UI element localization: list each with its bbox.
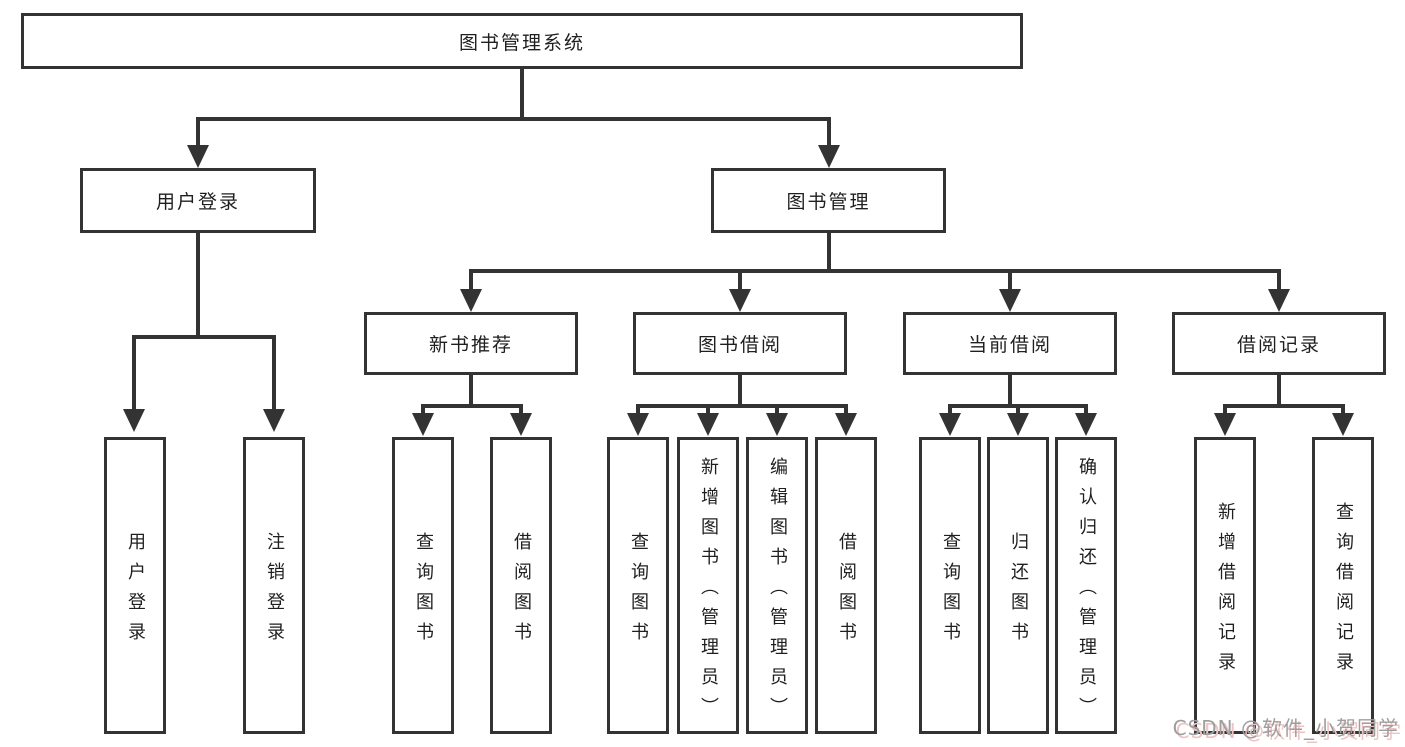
connector-leaf-stem bbox=[132, 339, 136, 409]
connector-root-stem bbox=[520, 69, 524, 117]
arrowhead-down-icon bbox=[1007, 413, 1029, 436]
leaf-label: 归还图书 bbox=[1008, 531, 1029, 652]
leaf-label: 查询图书 bbox=[413, 531, 434, 652]
connector-level3-stem bbox=[1277, 273, 1281, 289]
connector-level3-stem bbox=[738, 273, 742, 289]
connector-leaf-stem bbox=[1341, 408, 1345, 414]
leaf-add-book-admin: 新增图书（管理员） bbox=[677, 437, 739, 734]
arrowhead-down-icon bbox=[627, 413, 649, 436]
node-book-management: 图书管理 bbox=[711, 168, 946, 233]
connector-leaf-stem bbox=[1016, 408, 1020, 414]
leaf-label: 确认归还（管理员） bbox=[1076, 456, 1097, 727]
leaf-query-borrow-record: 查询借阅记录 bbox=[1312, 437, 1374, 734]
connector-leaf-stem bbox=[706, 408, 710, 414]
arrowhead-down-icon bbox=[1075, 413, 1097, 436]
connector-level3-bar bbox=[469, 269, 1281, 273]
arrowhead-down-icon bbox=[1332, 413, 1354, 436]
leaf-label: 新增借阅记录 bbox=[1215, 501, 1236, 682]
leaf-label: 借阅图书 bbox=[511, 531, 532, 652]
arrowhead-down-icon bbox=[123, 409, 145, 432]
arrowhead-down-icon bbox=[939, 413, 961, 436]
arrowhead-down-icon bbox=[263, 409, 285, 432]
arrowhead-down-icon bbox=[460, 289, 482, 312]
leaf-borrow-books: 借阅图书 bbox=[815, 437, 877, 734]
node-label: 当前借阅 bbox=[967, 334, 1052, 356]
node-new-book-recommend: 新书推荐 bbox=[364, 312, 578, 375]
node-borrow-records: 借阅记录 bbox=[1172, 312, 1386, 375]
node-current-borrow: 当前借阅 bbox=[903, 312, 1117, 375]
connector-group-down bbox=[738, 375, 742, 404]
connector-leaf-stem bbox=[272, 339, 276, 409]
leaf-label: 查询图书 bbox=[628, 531, 649, 652]
connector-group-bar bbox=[1223, 404, 1345, 408]
arrowhead-down-icon bbox=[187, 145, 209, 168]
leaf-label: 新增图书（管理员） bbox=[698, 456, 719, 727]
connector-group-bar bbox=[948, 404, 1088, 408]
connector-group-down bbox=[469, 375, 473, 404]
arrowhead-down-icon bbox=[1214, 413, 1236, 436]
leaf-user-login: 用户登录 bbox=[104, 437, 166, 734]
connector-leaf-stem bbox=[519, 408, 523, 414]
leaf-query-books: 查询图书 bbox=[607, 437, 669, 734]
leaf-label: 编辑图书（管理员） bbox=[767, 456, 788, 727]
leaf-label: 查询图书 bbox=[940, 531, 961, 652]
connector-level2-bar bbox=[196, 117, 831, 121]
arrowhead-down-icon bbox=[412, 413, 434, 436]
arrowhead-down-icon bbox=[697, 413, 719, 436]
connector-group-bar bbox=[421, 404, 523, 408]
leaf-borrow-books: 借阅图书 bbox=[490, 437, 552, 734]
node-label: 借阅记录 bbox=[1236, 334, 1321, 356]
connector-leaf-stem bbox=[1084, 408, 1088, 414]
leaf-query-books: 查询图书 bbox=[919, 437, 981, 734]
connector-level3-stem bbox=[1008, 273, 1012, 289]
leaf-label: 注销登录 bbox=[264, 531, 285, 652]
leaf-query-books: 查询图书 bbox=[392, 437, 454, 734]
connector-group-bar bbox=[636, 404, 848, 408]
arrowhead-down-icon bbox=[835, 413, 857, 436]
leaf-label: 用户登录 bbox=[125, 531, 146, 652]
connector-user-login-bar bbox=[132, 335, 276, 339]
node-user-login: 用户登录 bbox=[80, 168, 316, 233]
leaf-edit-book-admin: 编辑图书（管理员） bbox=[746, 437, 808, 734]
node-label: 图书借阅 bbox=[697, 334, 782, 356]
arrowhead-down-icon bbox=[1268, 289, 1290, 312]
watermark: CSDN @软件_小贺同学 bbox=[1172, 716, 1399, 740]
connector-level3-stem bbox=[469, 273, 473, 289]
leaf-logout: 注销登录 bbox=[243, 437, 305, 734]
node-label: 图书管理 bbox=[786, 191, 871, 213]
node-label: 用户登录 bbox=[155, 191, 240, 213]
leaf-confirm-return-admin: 确认归还（管理员） bbox=[1055, 437, 1117, 734]
leaf-label: 借阅图书 bbox=[836, 531, 857, 652]
node-library-management-system: 图书管理系统 bbox=[21, 13, 1023, 69]
connector-book-mgmt-stem bbox=[827, 121, 831, 145]
connector-leaf-stem bbox=[775, 408, 779, 414]
leaf-add-borrow-record: 新增借阅记录 bbox=[1194, 437, 1256, 734]
connector-group-down bbox=[1277, 375, 1281, 404]
connector-leaf-stem bbox=[421, 408, 425, 414]
connector-group-down bbox=[1008, 375, 1012, 404]
connector-user-login-down bbox=[196, 233, 200, 335]
leaf-return-books: 归还图书 bbox=[987, 437, 1049, 734]
node-label: 新书推荐 bbox=[428, 334, 513, 356]
node-book-borrow: 图书借阅 bbox=[633, 312, 847, 375]
arrowhead-down-icon bbox=[999, 289, 1021, 312]
leaf-label: 查询借阅记录 bbox=[1333, 501, 1354, 682]
connector-leaf-stem bbox=[844, 408, 848, 414]
node-label: 图书管理系统 bbox=[458, 31, 585, 54]
connector-book-mgmt-down bbox=[827, 233, 831, 269]
arrowhead-down-icon bbox=[766, 413, 788, 436]
connector-user-login-stem bbox=[196, 121, 200, 145]
arrowhead-down-icon bbox=[510, 413, 532, 436]
connector-leaf-stem bbox=[636, 408, 640, 414]
connector-leaf-stem bbox=[948, 408, 952, 414]
arrowhead-down-icon bbox=[729, 289, 751, 312]
connector-leaf-stem bbox=[1223, 408, 1227, 414]
arrowhead-down-icon bbox=[818, 145, 840, 168]
